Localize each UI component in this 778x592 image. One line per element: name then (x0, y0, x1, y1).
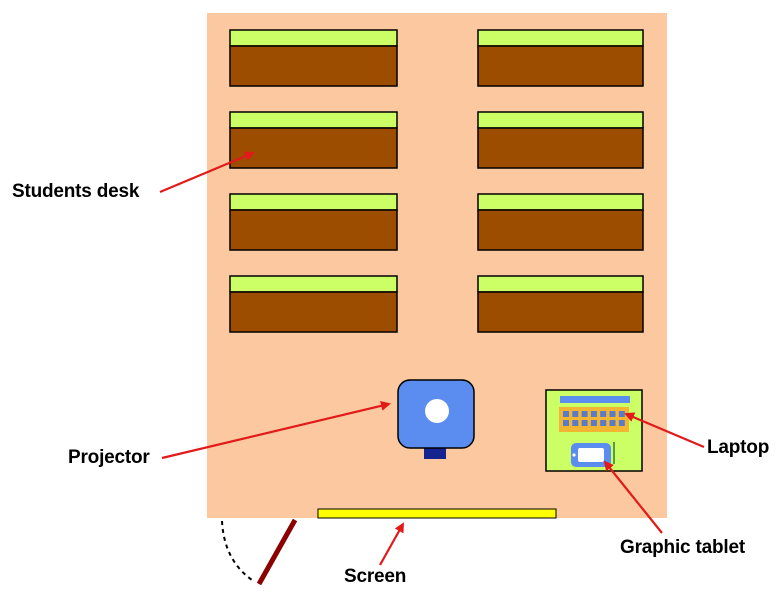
projection-screen (317, 508, 557, 519)
student-desk (477, 111, 644, 169)
keyboard-key (590, 411, 597, 417)
graphic-tablet-icon (571, 443, 611, 467)
keyboard-key (618, 411, 625, 417)
student-desk (477, 193, 644, 251)
keyboard-key (609, 420, 616, 426)
keyboard-key (600, 420, 607, 426)
keyboard-key (581, 420, 588, 426)
arrow-screen (379, 522, 404, 566)
arrow-projector (161, 400, 391, 460)
graphic-tablet-label: Graphic tablet (620, 537, 745, 558)
keyboard-key (563, 420, 569, 426)
student-desk (477, 275, 644, 333)
students-desk-label: Students desk (12, 181, 140, 202)
annotation-arrows (159, 151, 705, 566)
keyboard-key (572, 420, 579, 426)
arrow-graphic-tablet (603, 460, 663, 534)
keyboard-key (581, 411, 588, 417)
arrow-laptop (624, 412, 705, 449)
keyboard-key (618, 420, 625, 426)
laptop-icon (545, 389, 643, 472)
keyboard-key (572, 411, 579, 417)
projector-icon (397, 379, 475, 459)
student-desk (229, 111, 398, 169)
projector-label: Projector (68, 447, 150, 468)
keyboard-key (563, 411, 569, 417)
student-desk (229, 193, 398, 251)
student-desk (229, 275, 398, 333)
door-icon (221, 518, 298, 586)
keyboard-key (609, 411, 616, 417)
student-desk (477, 29, 644, 87)
screen-label: Screen (344, 566, 407, 587)
keyboard-key (590, 420, 597, 426)
laptop-label: Laptop (707, 437, 770, 458)
arrow-students-desk (159, 151, 255, 194)
student-desk (229, 29, 398, 87)
keyboard-key (600, 411, 607, 417)
